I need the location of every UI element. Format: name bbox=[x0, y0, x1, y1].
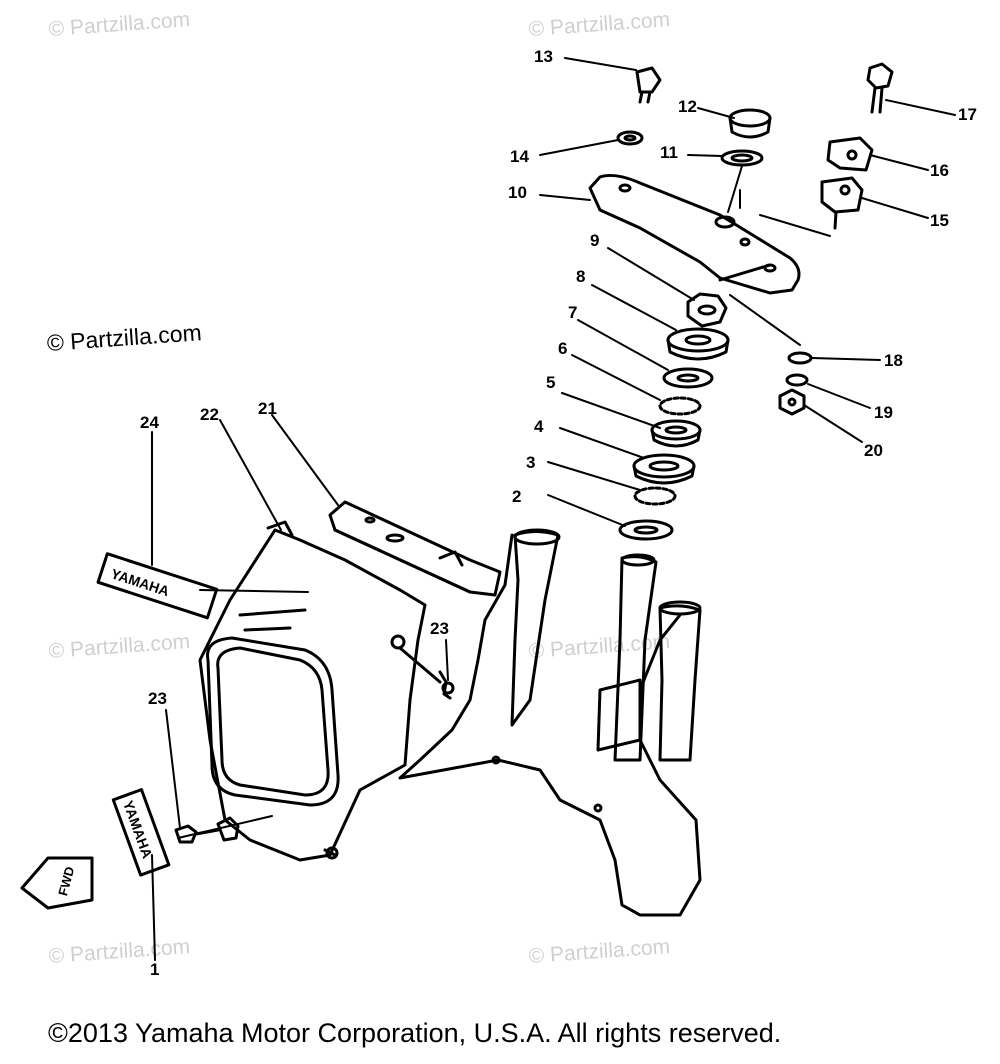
callout-5: 5 bbox=[546, 373, 555, 392]
decal-yamaha-upper bbox=[96, 552, 219, 620]
callout-18: 18 bbox=[884, 351, 903, 370]
decal-fwd-text: FWD bbox=[55, 865, 77, 897]
callout-24: 24 bbox=[140, 413, 159, 432]
callout-22: 22 bbox=[200, 405, 219, 424]
screw-23-right bbox=[398, 646, 455, 700]
callout-13: 13 bbox=[534, 47, 553, 66]
frame bbox=[398, 528, 702, 917]
callout-21: 21 bbox=[258, 399, 277, 418]
handlebar-clamp-15 bbox=[820, 176, 864, 230]
callout-9: 9 bbox=[590, 231, 599, 250]
top-cover bbox=[328, 500, 502, 597]
upper-bracket bbox=[588, 174, 801, 295]
callout-23-left: 23 bbox=[148, 689, 167, 708]
callout-8: 8 bbox=[576, 267, 585, 286]
callout-2: 2 bbox=[512, 487, 521, 506]
nut-20 bbox=[778, 388, 806, 416]
bolt-17 bbox=[866, 62, 894, 114]
callout-7: 7 bbox=[568, 303, 577, 322]
leader-lines bbox=[151, 57, 956, 961]
decal-fwd bbox=[20, 856, 94, 910]
bolt-13 bbox=[635, 66, 662, 104]
copyright-notice: ©2013 Yamaha Motor Corporation, U.S.A. A… bbox=[48, 1018, 782, 1048]
callout-3: 3 bbox=[526, 453, 535, 472]
callout-6: 6 bbox=[558, 339, 567, 358]
callout-19: 19 bbox=[874, 403, 893, 422]
callout-10: 10 bbox=[508, 183, 527, 202]
cap-12 bbox=[728, 108, 772, 139]
callout-14: 14 bbox=[510, 147, 529, 166]
washer-18 bbox=[787, 351, 813, 365]
callout-23-right: 23 bbox=[430, 619, 449, 638]
bearing-stack bbox=[618, 327, 730, 541]
callout-17: 17 bbox=[958, 105, 977, 124]
decal-yamaha-lower bbox=[111, 788, 171, 877]
stem-nut-9 bbox=[686, 292, 728, 328]
handlebar-clamp-16 bbox=[826, 136, 874, 172]
callout-16: 16 bbox=[930, 161, 949, 180]
washer-19 bbox=[785, 373, 809, 387]
callout-20: 20 bbox=[864, 441, 883, 460]
headlight-cover bbox=[198, 520, 427, 862]
callout-1: 1 bbox=[150, 960, 159, 979]
washer-11 bbox=[720, 149, 764, 167]
callout-11: 11 bbox=[660, 143, 678, 162]
washer-14 bbox=[616, 130, 644, 146]
callout-4: 4 bbox=[534, 417, 544, 436]
callout-12: 12 bbox=[678, 97, 697, 116]
callout-15: 15 bbox=[930, 211, 949, 230]
